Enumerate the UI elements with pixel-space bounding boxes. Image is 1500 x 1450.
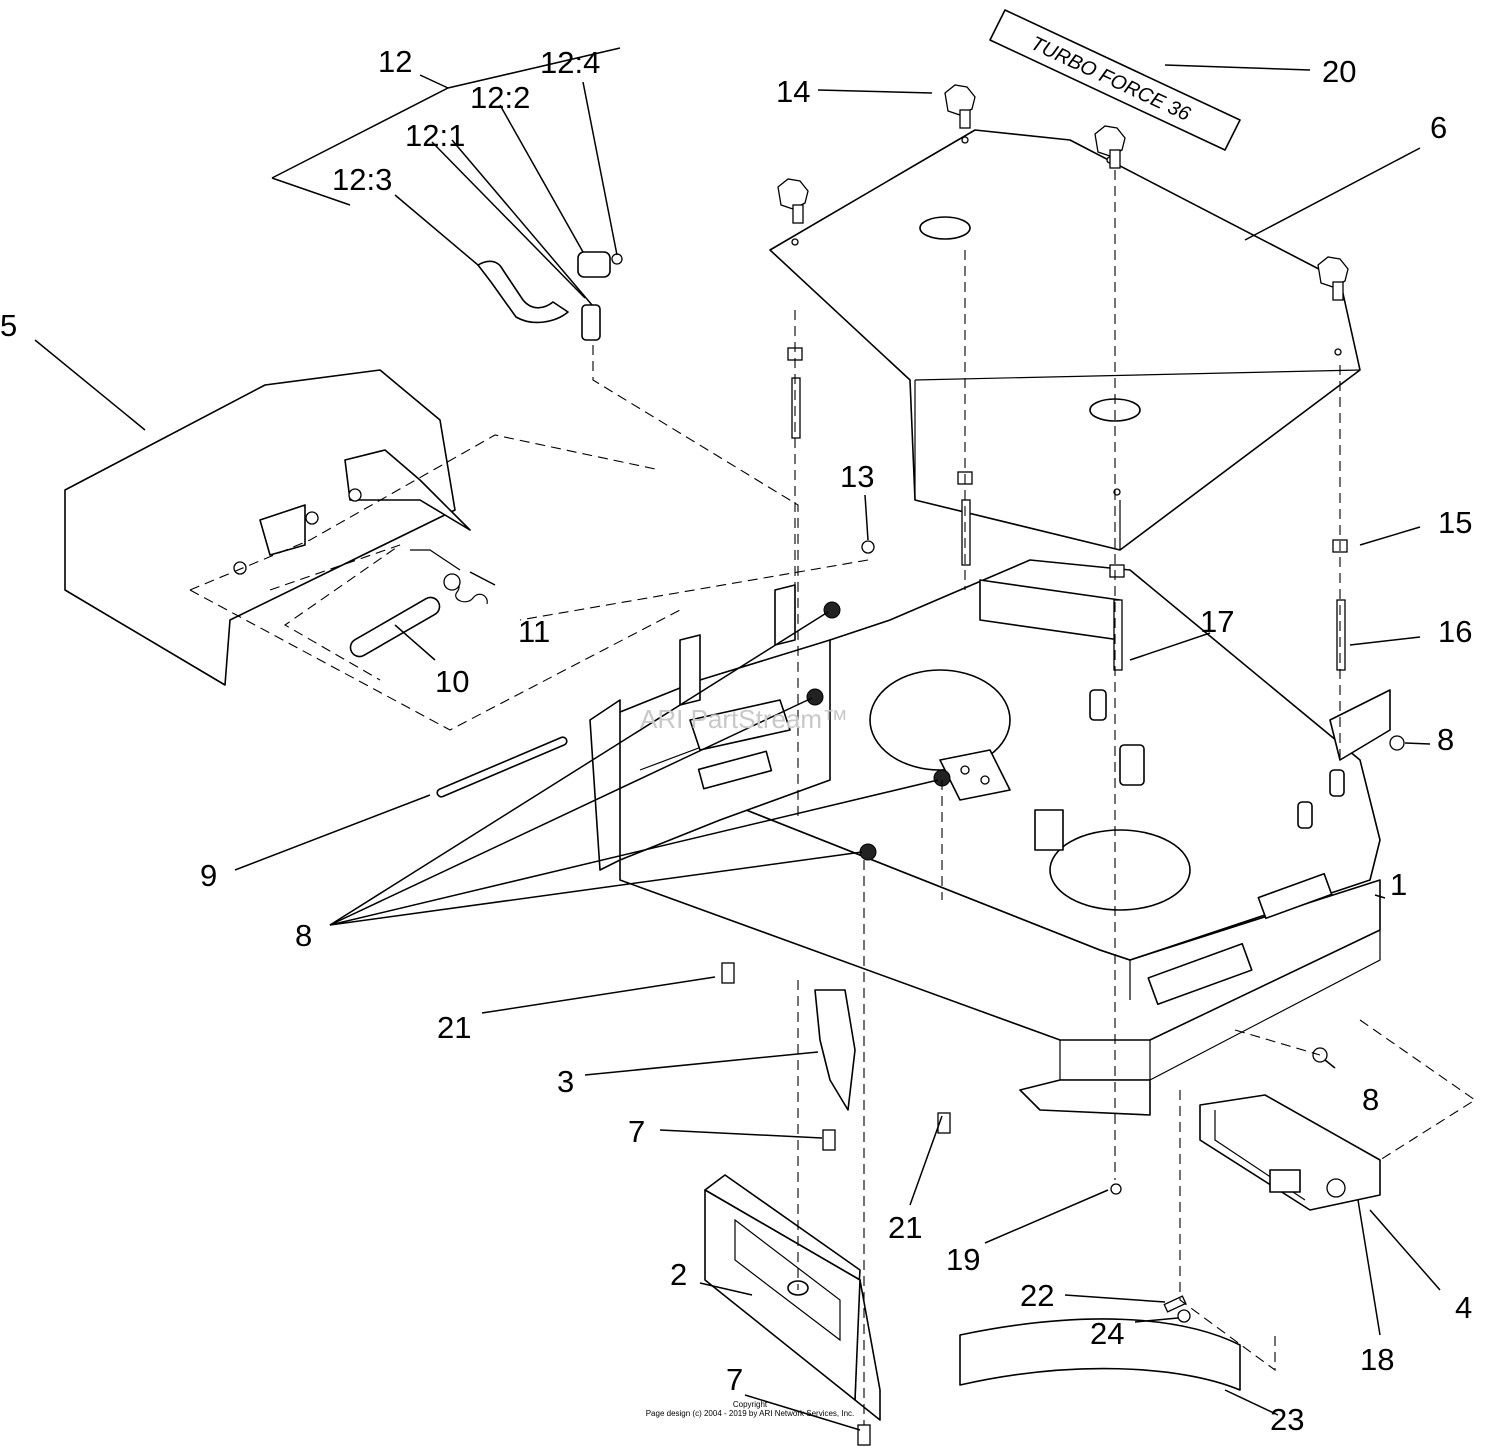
callout-12-1: 12:1 xyxy=(405,118,465,153)
decal-text: TURBO FORCE 36 xyxy=(1027,32,1194,126)
pivot-rod xyxy=(436,736,568,798)
callout-10: 10 xyxy=(435,664,469,699)
callout-7b: 7 xyxy=(726,1362,743,1397)
callout-15: 15 xyxy=(1438,505,1472,540)
leader-lines xyxy=(34,47,1441,1431)
callout-12-3: 12:3 xyxy=(332,162,392,197)
callout-19: 19 xyxy=(946,1242,980,1277)
deflector-rod-spring xyxy=(349,549,488,658)
callout-11: 11 xyxy=(518,614,550,649)
callout-6: 6 xyxy=(1430,110,1447,145)
callout-2: 2 xyxy=(670,1257,687,1292)
callout-20: 20 xyxy=(1322,54,1356,89)
callout-1: 1 xyxy=(1390,867,1407,902)
anti-scalp-bracket xyxy=(704,1174,881,1421)
callout-5: 5 xyxy=(0,308,17,343)
callout-21b: 21 xyxy=(888,1210,922,1245)
mower-deck xyxy=(619,559,1391,1116)
deflector xyxy=(64,369,471,686)
callout-labels: 1 2 3 4 5 6 7 7 8 8 8 9 10 11 12 12:1 12… xyxy=(0,44,1472,1437)
assembly-lines xyxy=(189,170,1476,1425)
callout-4: 4 xyxy=(1455,1290,1472,1325)
skirt xyxy=(959,1318,1241,1391)
callout-13: 13 xyxy=(840,459,874,494)
hardware xyxy=(721,84,1405,1446)
callout-16: 16 xyxy=(1438,614,1472,649)
callout-3: 3 xyxy=(557,1064,574,1099)
copyright-line-2: Page design (c) 2004 - 2019 by ARI Netwo… xyxy=(646,1409,855,1418)
copyright-line-1: Copyright xyxy=(733,1400,768,1409)
callout-24: 24 xyxy=(1090,1316,1124,1351)
callout-18: 18 xyxy=(1360,1342,1394,1377)
callout-9: 9 xyxy=(200,858,217,893)
watermark: ARI PartStream™ xyxy=(640,704,848,734)
callout-12-4: 12:4 xyxy=(540,45,600,80)
callout-14: 14 xyxy=(776,74,810,109)
callout-22: 22 xyxy=(1020,1278,1054,1313)
callout-12: 12 xyxy=(378,44,412,79)
callout-8b: 8 xyxy=(295,918,312,953)
callout-23: 23 xyxy=(1270,1402,1304,1437)
belt-cover xyxy=(769,129,1361,551)
brace xyxy=(814,989,856,1111)
washout-fitting xyxy=(477,251,623,341)
callout-17: 17 xyxy=(1200,604,1234,639)
callout-21a: 21 xyxy=(437,1010,471,1045)
deck-side-bracket xyxy=(589,584,831,871)
parts-layer: TURBO FORCE 36 xyxy=(64,9,1405,1446)
callout-12-2: 12:2 xyxy=(470,80,530,115)
callout-8a: 8 xyxy=(1437,722,1454,757)
rear-bracket xyxy=(1199,1094,1381,1211)
callout-7a: 7 xyxy=(628,1114,645,1149)
callout-8c: 8 xyxy=(1362,1082,1379,1117)
